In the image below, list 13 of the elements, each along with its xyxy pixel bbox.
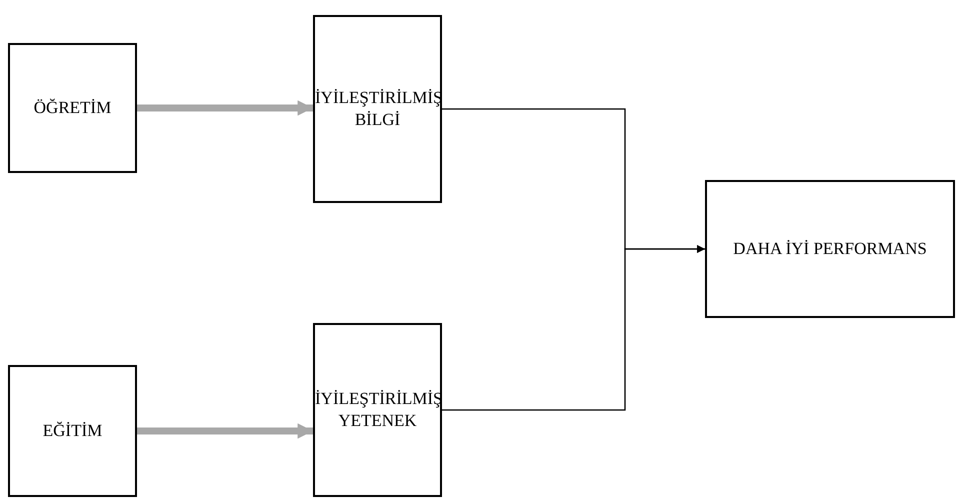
arrow xyxy=(137,423,313,439)
arrow xyxy=(442,245,705,411)
process-box xyxy=(705,180,955,318)
process-box xyxy=(8,43,137,173)
box-label: İYİLEŞTİRİLMİŞ YETENEK xyxy=(315,388,440,432)
box-label: DAHA İYİ PERFORMANS xyxy=(733,238,927,260)
box-label: ÖĞRETİM xyxy=(34,96,112,119)
process-box xyxy=(8,365,137,497)
process-box xyxy=(313,323,442,497)
box-label: EĞİTİM xyxy=(42,420,102,442)
arrow xyxy=(137,100,313,116)
box-label: İYİLEŞTİRİLMİŞ BİLGİ xyxy=(315,86,440,131)
process-box xyxy=(313,15,442,203)
